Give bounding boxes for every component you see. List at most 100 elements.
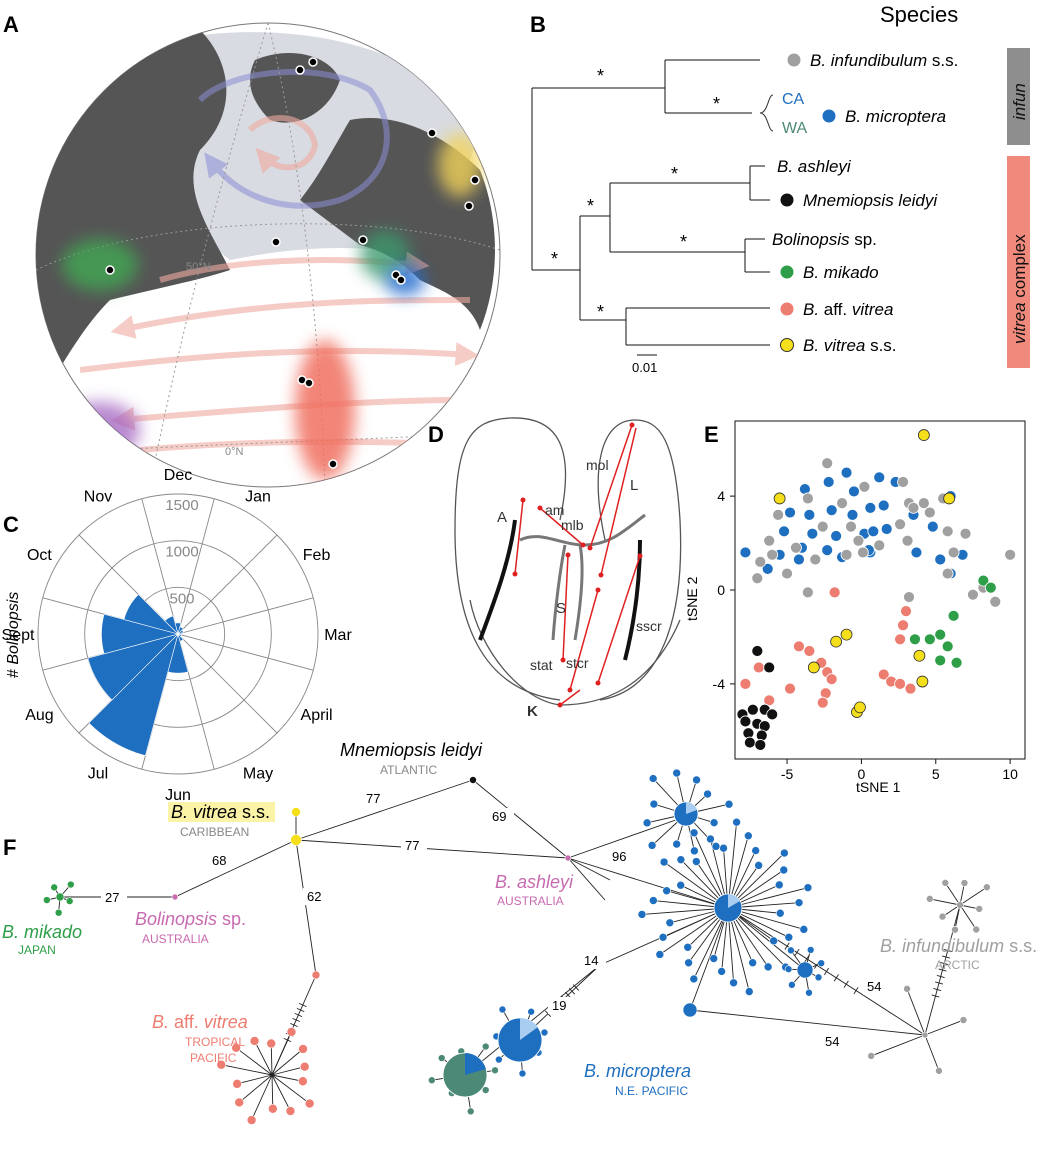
edge-label: 14 xyxy=(584,953,598,968)
point-b-mikado xyxy=(909,633,921,646)
panel-letter-b: B xyxy=(530,12,546,37)
meridian-line-2 xyxy=(267,23,326,487)
edge xyxy=(251,1074,273,1121)
tip-label-bolinopsis-sp: Bolinopsis sp. xyxy=(772,230,877,249)
node-infundibulum xyxy=(867,1052,875,1060)
point-b-infundibulum-s-s- xyxy=(816,520,829,533)
tip-label-mnemiopsis: Mnemiopsis leidyi xyxy=(803,191,938,210)
net-suffix: s.s. xyxy=(1004,936,1037,956)
node-infundibulum xyxy=(935,1067,943,1075)
site-dot xyxy=(271,237,281,247)
point-b-aff-vitrea xyxy=(828,586,841,599)
node-microptera xyxy=(803,883,813,892)
month-label: Dec xyxy=(164,467,192,484)
label-mol: mol xyxy=(586,457,609,473)
point-mnemiopsis-leidyi xyxy=(746,703,759,716)
e-ylabel: tSNE 2 xyxy=(684,576,700,621)
edge-label: 54 xyxy=(825,1034,839,1049)
mutation-tick xyxy=(784,942,790,950)
node-infundibulum xyxy=(951,925,959,934)
node-aff-vitrea xyxy=(298,1076,308,1087)
node-microptera xyxy=(648,774,658,783)
point-b-microptera xyxy=(825,504,838,517)
point-b-mikado xyxy=(984,581,997,594)
bar-feb xyxy=(176,629,184,635)
radial-chart: DecJanFebMarAprilMayJunJulAugSeptOctNov1… xyxy=(2,467,353,804)
node-aff-vitrea xyxy=(268,1103,278,1114)
point-b-mikado xyxy=(934,654,947,667)
point-b-infundibulum-s-s- xyxy=(941,567,954,580)
node-microptera xyxy=(658,932,668,942)
point-b-infundibulum-s-s- xyxy=(901,534,914,547)
edge-label-bg xyxy=(401,837,427,854)
node-microptera xyxy=(787,946,795,955)
node-aff-vitrea xyxy=(286,1027,297,1037)
point-b-microptera xyxy=(822,476,835,488)
edge xyxy=(567,857,606,901)
bar-oct xyxy=(123,593,180,635)
node-microptera-wa xyxy=(466,1107,475,1116)
node-microptera xyxy=(779,865,789,875)
tip-label-vitrea: B. vitrea s.s. xyxy=(803,336,897,355)
landmass-asia xyxy=(36,29,230,400)
point-b-mikado xyxy=(941,640,954,653)
node-microptera xyxy=(729,978,738,988)
site-dot xyxy=(308,57,318,67)
tip-dot-vitrea xyxy=(780,338,794,352)
net-region-pacific: PACIFIC xyxy=(190,1051,237,1065)
node-aff-vitrea xyxy=(216,1059,227,1070)
bar-jul xyxy=(88,632,179,757)
mutation-tick xyxy=(804,955,810,963)
point-b-vitrea-s-s- xyxy=(854,701,866,714)
edge xyxy=(464,964,601,1076)
point-b-microptera xyxy=(761,562,774,575)
support-star: * xyxy=(680,232,687,252)
tip-dot-mnemiopsis xyxy=(780,193,794,207)
mutation-tick xyxy=(794,948,800,957)
label-k: K xyxy=(527,703,538,720)
panel-f: F 77 69 xyxy=(2,740,1037,1125)
point-mnemiopsis-leidyi xyxy=(739,715,752,728)
point-b-infundibulum-s-s- xyxy=(947,546,960,559)
panel-letter-a: A xyxy=(3,12,19,37)
month-label: Mar xyxy=(324,627,352,644)
net-region-japan: JAPAN xyxy=(18,943,56,957)
edge-label-bg xyxy=(362,790,388,807)
tip-suffix: s.s. xyxy=(927,51,958,70)
node-aff-vitrea xyxy=(249,1036,260,1046)
mutation-tick xyxy=(823,967,830,976)
point-b-infundibulum-s-s- xyxy=(836,497,848,510)
edge xyxy=(567,814,691,859)
edge xyxy=(871,1034,926,1057)
point-b-aff-vitrea xyxy=(784,682,796,695)
point-b-vitrea-s-s- xyxy=(773,492,786,505)
point-b-aff-vitrea xyxy=(752,661,765,674)
node-infundibulum xyxy=(938,912,947,921)
node-aff-vitrea xyxy=(285,1106,296,1116)
net-name: B. xyxy=(152,1012,169,1032)
point-b-infundibulum-s-s- xyxy=(809,553,822,566)
net-name: B. infundibulum xyxy=(880,936,1004,956)
point-b-vitrea-s-s- xyxy=(943,492,956,505)
species-header: Species xyxy=(880,2,958,27)
tip-labels: B. infundibulum s.s. CA WA B. microptera… xyxy=(759,51,958,355)
tip-dot-aff-vitrea xyxy=(780,302,794,316)
node-aff-vitrea xyxy=(246,1115,257,1125)
point-b-microptera xyxy=(873,471,886,484)
edge xyxy=(959,904,977,930)
edge-label-bg xyxy=(580,952,606,969)
mutation-tick xyxy=(931,994,940,998)
node-microptera xyxy=(775,908,785,918)
edge xyxy=(271,1048,304,1076)
edge-label-bg xyxy=(548,997,574,1014)
radial-spoke xyxy=(177,633,314,671)
radial-spoke xyxy=(141,498,179,635)
node-microptera-big-slice xyxy=(520,1017,538,1040)
point-b-infundibulum-s-s- xyxy=(766,548,779,561)
node-infundibulum xyxy=(926,895,934,903)
node-microptera xyxy=(665,918,675,928)
edge xyxy=(567,857,611,881)
point-b-mikado xyxy=(977,574,990,587)
ring-label: 1500 xyxy=(165,497,198,514)
